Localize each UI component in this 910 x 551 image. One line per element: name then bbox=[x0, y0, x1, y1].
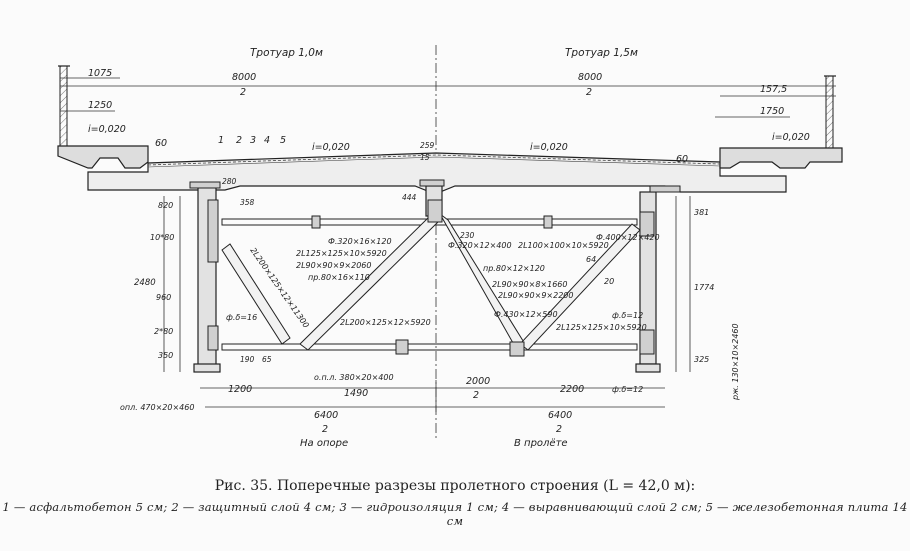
member-2L100: 2L100×100×10×5920 bbox=[518, 241, 609, 250]
label-d6400-right-num: 6400 bbox=[548, 410, 572, 421]
label-d960: 960 bbox=[156, 293, 171, 302]
member-pr80-12: пр.80×12×120 bbox=[483, 264, 545, 273]
figure-caption: Рис. 35. Поперечные разрезы пролетного с… bbox=[214, 478, 696, 494]
label-sidewalk-right: Тротуар 1,5м bbox=[565, 47, 638, 59]
truss-diagonals bbox=[221, 213, 641, 351]
label-d60-left: 60 bbox=[155, 138, 167, 149]
member-fd12-b: ф.δ=12 bbox=[612, 385, 643, 394]
member-2L125-left: 2L125×125×10×5920 bbox=[296, 249, 387, 258]
gusset-plates bbox=[189, 179, 681, 357]
label-d6400-left-num: 6400 bbox=[314, 410, 338, 421]
member-fd12-a: ф.δ=12 bbox=[612, 311, 643, 320]
label-d6400-left-den: 2 bbox=[322, 424, 328, 435]
member-f320-12: Ф.320×12×400 bbox=[448, 241, 512, 250]
label-slope-road-left: i=0,020 bbox=[312, 142, 350, 153]
label-sidewalk-left: Тротуар 1,0м bbox=[250, 47, 323, 59]
label-d190: 190 bbox=[240, 355, 255, 364]
label-d64: 64 bbox=[586, 255, 596, 264]
member-f430: Ф.430×12×590 bbox=[494, 310, 558, 319]
label-d280: 280 bbox=[222, 177, 237, 186]
member-2L200-5920: 2L200×125×12×5920 bbox=[340, 318, 431, 327]
label-d1075: 1075 bbox=[88, 68, 112, 79]
member-opl-bottom: о.п.л. 380×20×400 bbox=[314, 373, 394, 382]
member-fd16: ф.δ=16 bbox=[226, 313, 257, 322]
girders bbox=[193, 185, 661, 373]
member-rzh: рж. 130×10×2460 bbox=[731, 323, 740, 401]
label-slope-sidewalk-left: i=0,020 bbox=[88, 124, 126, 135]
member-2L125-right: 2L125×125×10×5920 bbox=[556, 323, 647, 332]
label-half-width-right-den: 2 bbox=[586, 87, 592, 98]
label-d2000-den: 2 bbox=[473, 390, 479, 401]
label-half-width-right-num: 8000 bbox=[578, 72, 602, 83]
label-d820: 820 bbox=[158, 201, 173, 210]
deck-slab bbox=[57, 145, 843, 193]
label-d65: 65 bbox=[262, 355, 272, 364]
label-half-width-left-num: 8000 bbox=[232, 72, 256, 83]
label-d280b: 2*80 bbox=[154, 327, 173, 336]
member-2L90-2060: 2L90×90×9×2060 bbox=[296, 261, 371, 270]
label-d358: 358 bbox=[240, 198, 255, 207]
label-d381: 381 bbox=[694, 208, 709, 217]
label-half-width-left-den: 2 bbox=[240, 87, 246, 98]
label-d6400-right-den: 2 bbox=[556, 424, 562, 435]
figure-legend: 1 — асфальтобетон 5 см; 2 — защитный сло… bbox=[2, 500, 908, 528]
label-d1575: 157,5 bbox=[760, 84, 787, 95]
label-layer-1: 1 bbox=[218, 135, 224, 146]
member-2L90-1660: 2L90×90×8×1660 bbox=[492, 280, 567, 289]
label-d1774: 1774 bbox=[694, 283, 714, 292]
member-f320-16: Ф.320×16×120 bbox=[328, 237, 392, 246]
member-opl-left: опл. 470×20×460 bbox=[120, 403, 194, 412]
label-d1250: 1250 bbox=[88, 100, 112, 111]
label-d60-right: 60 bbox=[676, 154, 688, 165]
label-d325: 325 bbox=[694, 355, 709, 364]
label-d259: 259 bbox=[420, 141, 435, 150]
member-pr80-110: пр.80×16×110 bbox=[308, 273, 370, 282]
member-f400: Ф.400×12×420 bbox=[596, 233, 660, 242]
member-2L90-2200: 2L90×90×9×2200 bbox=[498, 291, 573, 300]
label-on-support: На опоре bbox=[300, 438, 348, 449]
label-d20: 20 bbox=[604, 277, 614, 286]
label-slope-sidewalk-right: i=0,020 bbox=[772, 132, 810, 143]
label-layer-4: 4 bbox=[264, 135, 270, 146]
label-d2000-num: 2000 bbox=[466, 376, 490, 387]
label-d350: 350 bbox=[158, 351, 173, 360]
label-slope-road-right: i=0,020 bbox=[530, 142, 568, 153]
label-in-span: В пролёте bbox=[514, 438, 568, 449]
label-d1750: 1750 bbox=[760, 106, 784, 117]
label-layer-2: 2 bbox=[236, 135, 242, 146]
label-layer-5: 5 bbox=[280, 135, 286, 146]
drawing-labels: Тротуар 1,0м Тротуар 1,5м 8000 2 8000 2 … bbox=[88, 47, 810, 449]
label-d230: 230 bbox=[460, 231, 475, 240]
label-d2200: 2200 bbox=[560, 384, 584, 395]
label-d15: 15 bbox=[420, 153, 430, 162]
dimension-lines bbox=[60, 77, 836, 412]
label-d2480: 2480 bbox=[134, 278, 156, 288]
label-d1200: 1200 bbox=[228, 384, 252, 395]
label-d1490: 1490 bbox=[344, 388, 368, 399]
label-d444: 444 bbox=[402, 193, 417, 202]
railing-right bbox=[824, 75, 836, 149]
label-layer-3: 3 bbox=[250, 135, 256, 146]
label-d1080: 10*80 bbox=[150, 233, 174, 242]
